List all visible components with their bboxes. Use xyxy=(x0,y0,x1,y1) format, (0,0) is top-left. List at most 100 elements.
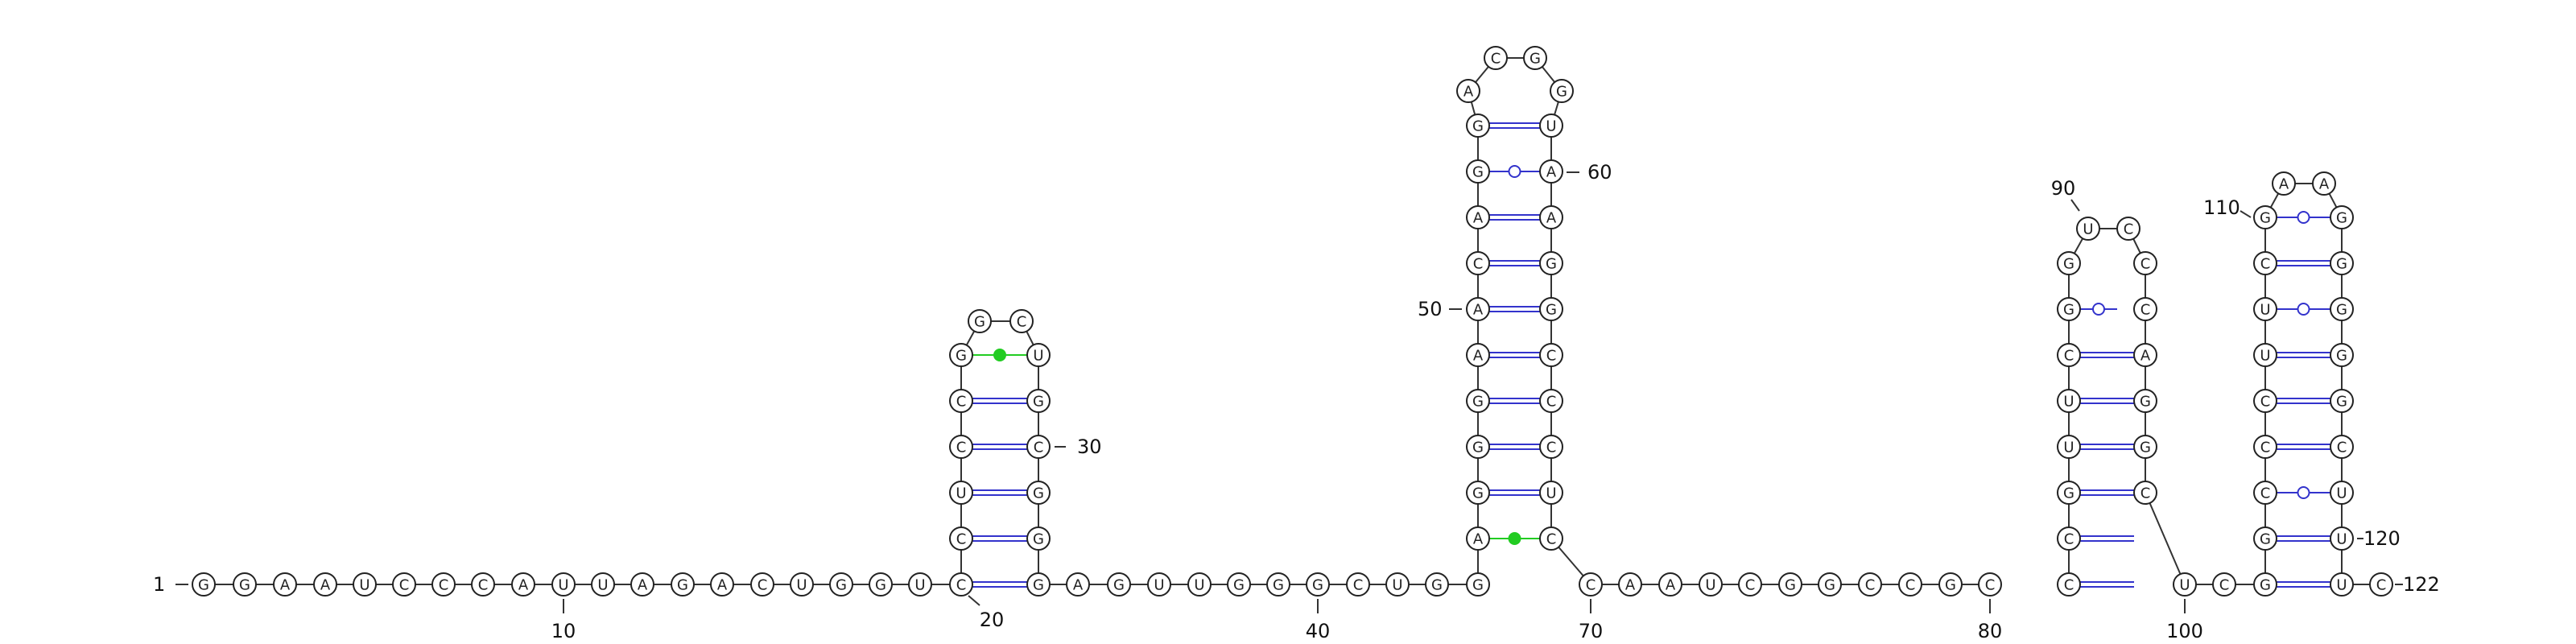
nucleotide-letter: G xyxy=(1472,394,1484,411)
nucleotide-letter: C xyxy=(478,577,489,594)
nucleotide-circle xyxy=(949,526,973,551)
nucleotide: C xyxy=(1466,251,1490,275)
nucleotide-circle xyxy=(1539,343,1563,367)
nucleotide-letter: A xyxy=(518,577,529,594)
label-tick xyxy=(2240,210,2252,218)
nucleotide-letter: C xyxy=(2140,256,2151,273)
nucleotide: C xyxy=(1009,309,1034,333)
nucleotide-circle xyxy=(2133,481,2157,505)
nucleotide-letter: G xyxy=(836,577,847,594)
nucleotide-letter: G xyxy=(1472,164,1484,181)
nucleotide-circle xyxy=(1026,481,1051,505)
nucleotide-circle xyxy=(1938,572,1963,597)
nucleotide-circle xyxy=(790,572,814,597)
nucleotide-circle xyxy=(869,572,893,597)
nucleotide-circle xyxy=(2253,389,2277,413)
nucleotide: G xyxy=(2057,251,2081,275)
nucleotide: U xyxy=(1699,572,1723,597)
nucleotide-letter: C xyxy=(1546,348,1557,365)
nucleotide-letter: C xyxy=(2219,577,2230,594)
nucleotide-circle xyxy=(2133,435,2157,459)
nucleotide: A xyxy=(1466,297,1490,321)
nucleotide-circle xyxy=(2133,297,2157,321)
nucleotide: C xyxy=(2253,389,2277,413)
nucleotide-letter: C xyxy=(2376,577,2387,594)
nucleotide-circle xyxy=(949,481,973,505)
nucleotide: A xyxy=(2272,171,2296,196)
nucleotide-letter: U xyxy=(1194,577,1204,594)
nucleotide-circle xyxy=(2133,251,2157,275)
nucleotide-circle xyxy=(1466,343,1490,367)
nucleotide: G xyxy=(1026,389,1051,413)
nucleotide-letter: G xyxy=(1472,118,1484,135)
nucleotide: C xyxy=(2057,526,2081,551)
nucleotide-circle xyxy=(1009,309,1034,333)
nucleotide-circle xyxy=(353,572,377,597)
nucleotide-circle xyxy=(1539,435,1563,459)
nucleotide-circle xyxy=(1107,572,1131,597)
nucleotide-letter: C xyxy=(1745,577,1756,594)
nucleotide-letter: U xyxy=(2083,221,2093,238)
nucleotide-circle xyxy=(2253,572,2277,597)
nucleotide: C xyxy=(1858,572,1882,597)
nucleotide-circle xyxy=(2330,297,2354,321)
nucleotide-circle xyxy=(949,435,973,459)
nucleotide: A xyxy=(273,572,297,597)
nucleotide-letter: G xyxy=(1033,485,1044,502)
nucleotide: G xyxy=(1466,389,1490,413)
backbone-layer xyxy=(204,57,2381,585)
nucleotide-letter: C xyxy=(2260,394,2271,411)
nucleotide-circle xyxy=(431,572,456,597)
nucleotide-circle xyxy=(551,572,576,597)
nucleotide: C xyxy=(949,572,973,597)
nucleotide: G xyxy=(1466,481,1490,505)
nucleotide-letter: G xyxy=(1785,577,1796,594)
nucleotide-letter: A xyxy=(1666,577,1676,594)
nucleotide: U xyxy=(551,572,576,597)
nucleotide: C xyxy=(2253,251,2277,275)
nucleotide-letter: C xyxy=(2064,348,2074,365)
nucleotide: G xyxy=(1026,526,1051,551)
nucleotide-letter: C xyxy=(1034,440,1044,456)
nucleotide: G xyxy=(968,309,992,333)
nucleotide: G xyxy=(2057,481,2081,505)
position-label: 20 xyxy=(980,609,1005,631)
nucleotide: G xyxy=(1026,572,1051,597)
nucleotide-circle xyxy=(1026,389,1051,413)
nucleotide: U xyxy=(949,481,973,505)
nucleotide-letter: U xyxy=(2179,577,2190,594)
nucleotide-letter: U xyxy=(1705,577,1715,594)
nucleotide-letter: U xyxy=(1546,118,1556,135)
nucleotide-letter: U xyxy=(1546,485,1556,502)
nucleotide-circle xyxy=(313,572,337,597)
nucleotide-letter: U xyxy=(558,577,568,594)
nucleotide: G xyxy=(1550,79,1574,103)
nucleotide-circle xyxy=(1147,572,1171,597)
nucleotide-circle xyxy=(2133,343,2157,367)
nucleotide: G xyxy=(1026,481,1051,505)
nucleotide-letter: G xyxy=(198,577,209,594)
nucleotide-circle xyxy=(1026,572,1051,597)
nucleotide-letter: C xyxy=(1985,577,1996,594)
nucleotide: U xyxy=(1026,343,1051,367)
nucleotide-letter: A xyxy=(717,577,728,594)
nucleotide-letter: G xyxy=(1233,577,1245,594)
nucleotide-letter: C xyxy=(956,531,967,548)
nucleotide-letter: C xyxy=(1473,256,1484,273)
nucleotide-circle xyxy=(1539,251,1563,275)
nucleotide: U xyxy=(591,572,615,597)
nucleotide-circle xyxy=(2116,217,2140,241)
position-label: 90 xyxy=(2051,177,2076,200)
nucleotide-letter: G xyxy=(2063,302,2074,319)
nucleotide-circle xyxy=(1539,526,1563,551)
nucleotide-circle xyxy=(1550,79,1574,103)
nucleotide-letter: U xyxy=(1392,577,1402,594)
nucleotide: G xyxy=(1466,114,1490,138)
nucleotide-letter: C xyxy=(2260,440,2271,456)
nucleotide-circle xyxy=(2272,171,2296,196)
nucleotide: C xyxy=(392,572,416,597)
nucleotide-circle xyxy=(710,572,734,597)
nucleotide-letter: C xyxy=(956,577,967,594)
noncanonical-pair-marker xyxy=(1508,532,1521,545)
